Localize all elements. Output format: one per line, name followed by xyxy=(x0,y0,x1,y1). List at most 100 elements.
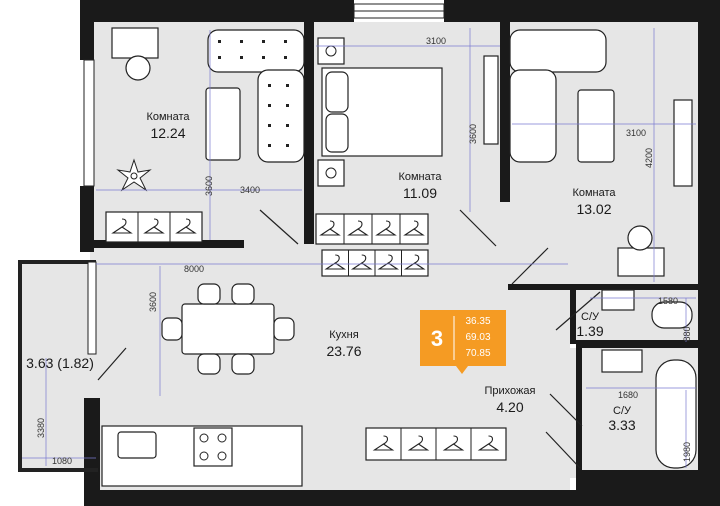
chair-5 xyxy=(161,317,183,341)
wall-top-right xyxy=(444,0,702,22)
cushion-dot xyxy=(284,40,287,43)
bedroom-right-name: Комната xyxy=(572,187,616,199)
table-right xyxy=(577,89,615,163)
cushion-dot xyxy=(286,124,289,127)
sofa-right-side xyxy=(509,69,557,163)
door-balcony xyxy=(97,347,127,381)
furniture-kitchen xyxy=(101,283,303,487)
hall-name: Прихожая xyxy=(485,385,536,397)
wall-kitchen-left xyxy=(84,398,100,494)
hanger-icon xyxy=(477,435,500,451)
dim-880: 880 xyxy=(682,326,692,341)
badge-background xyxy=(420,310,506,374)
doors xyxy=(97,209,601,469)
tv-stand xyxy=(673,99,693,187)
wall-bed-left-mid xyxy=(304,22,314,244)
bath-small-name: С/У xyxy=(581,311,600,323)
dim-1680: 1680 xyxy=(618,390,638,400)
badge-area-with-balcony: 70.85 xyxy=(465,348,490,359)
hanger-icon xyxy=(403,220,425,236)
sofa-side xyxy=(257,69,305,163)
hanger-icon xyxy=(347,220,369,236)
hanger-icon xyxy=(319,220,341,236)
dim-3400: 3400 xyxy=(240,185,260,195)
badge-total-area: 69.03 xyxy=(465,332,490,343)
hanger-icon xyxy=(407,435,430,451)
hanger-icon xyxy=(372,435,395,451)
cushion-dot xyxy=(268,84,271,87)
window-left xyxy=(83,59,95,187)
hanger-icon xyxy=(403,254,426,270)
balcony-area: 3.63 (1.82) xyxy=(26,355,94,371)
chair-2 xyxy=(231,283,255,305)
cushion-dot xyxy=(286,144,289,147)
dining-table xyxy=(181,303,275,355)
window-kitchen xyxy=(87,261,97,355)
bath-large-name: С/У xyxy=(613,405,632,417)
door-bedroom-mid xyxy=(459,209,497,247)
dimension-lines xyxy=(22,28,696,468)
hanger-icon xyxy=(111,218,133,234)
desk-right xyxy=(617,247,665,277)
chair-4 xyxy=(231,353,255,375)
kitchen-name: Кухня xyxy=(329,329,358,341)
cushion-dot xyxy=(218,56,221,59)
furniture-bedroom-right xyxy=(509,29,693,277)
bedroom-left-name: Комната xyxy=(146,111,190,123)
dim-3600-kitchen: 3600 xyxy=(148,292,158,312)
badge-living-area: 36.35 xyxy=(465,316,490,327)
toilet-icon xyxy=(651,301,693,329)
wall-right-bottom xyxy=(508,284,574,290)
pillow-2 xyxy=(325,113,349,153)
room-labels: Комната 12.24 Комната 11.09 Комната 13.0… xyxy=(26,111,636,433)
wall-bath-left xyxy=(570,284,576,344)
bedroom-mid-name: Комната xyxy=(398,171,442,183)
cushion-dot xyxy=(284,56,287,59)
wall-bed-left-bottom xyxy=(94,240,244,248)
chair xyxy=(125,55,151,81)
plant-icon xyxy=(116,158,152,192)
washbasin-small xyxy=(601,289,635,311)
sink-icon xyxy=(117,431,157,459)
cushion-dot xyxy=(268,144,271,147)
cushion-dot xyxy=(218,40,221,43)
chair-right xyxy=(627,225,653,251)
cushion-dot xyxy=(240,40,243,43)
dimension-labels: 3100 3600 3600 3400 3100 4200 8000 3600 … xyxy=(36,36,692,466)
dim-1980: 1980 xyxy=(682,442,692,462)
windows xyxy=(83,3,445,355)
cushion-dot xyxy=(286,84,289,87)
hanger-icon xyxy=(324,254,347,270)
dim-3100-mid: 3100 xyxy=(426,36,446,46)
chair-6 xyxy=(273,317,295,341)
bedroom-left-area: 12.24 xyxy=(150,125,185,141)
cushion-dot xyxy=(262,56,265,59)
hanger-icon xyxy=(143,218,165,234)
door-bedroom-right xyxy=(511,247,549,285)
dim-8000: 8000 xyxy=(184,264,204,274)
cushion-dot xyxy=(268,104,271,107)
sofa-top xyxy=(207,29,305,73)
bedroom-mid-area: 11.09 xyxy=(403,185,437,201)
walls xyxy=(18,0,720,506)
hanger-icon xyxy=(375,220,397,236)
cushion-dot xyxy=(286,104,289,107)
wall-bottom-right xyxy=(576,470,720,506)
wall-bed-mid-right xyxy=(500,22,510,202)
dim-3600-left: 3600 xyxy=(204,176,214,196)
furniture-bedroom-mid xyxy=(317,37,499,187)
coffee-table xyxy=(205,87,241,161)
chair-3 xyxy=(197,353,221,375)
hall-area: 4.20 xyxy=(496,399,523,415)
kitchen-area: 23.76 xyxy=(326,343,361,359)
hanger-icon xyxy=(377,254,400,270)
wardrobes xyxy=(105,211,507,461)
door-entrance xyxy=(545,431,581,469)
wall-left-mid xyxy=(80,186,94,252)
dim-3380: 3380 xyxy=(36,418,46,438)
chair-1 xyxy=(197,283,221,305)
badge-rooms-count: 3 xyxy=(431,326,443,351)
wall-bottom xyxy=(84,490,604,506)
wall-bath-large-left xyxy=(576,348,582,478)
